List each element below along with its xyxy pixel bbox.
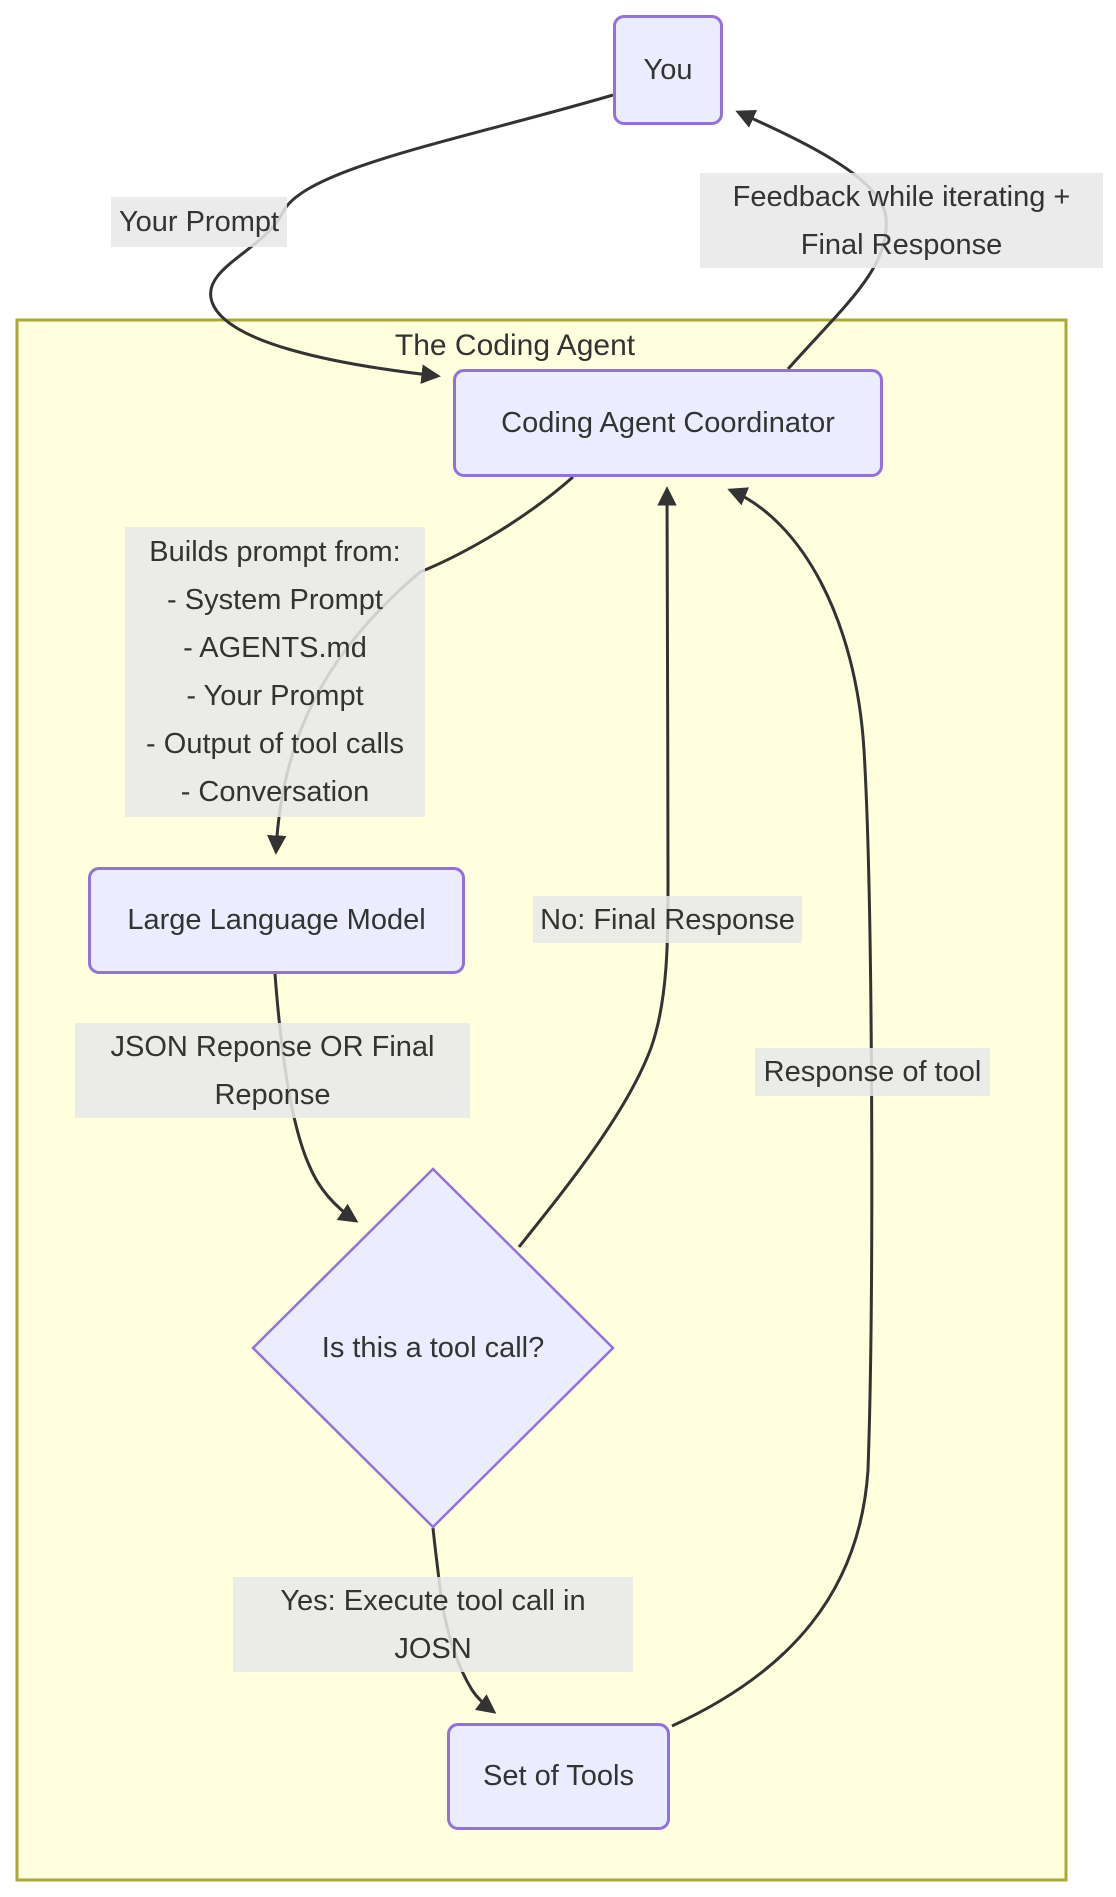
edge-label-json-response: JSON Reponse OR Final Reponse: [75, 1023, 470, 1118]
edge-you-to-coordinator: [209, 93, 614, 384]
node-label: Set of Tools: [482, 1760, 634, 1792]
label-line: Feedback while iterating +: [732, 180, 1071, 213]
label-line: JSON Reponse OR Final: [110, 1030, 435, 1063]
label-line: - Output of tool calls: [146, 728, 404, 760]
edge-label-yes-execute: Yes: Execute tool call in JOSN: [233, 1577, 633, 1672]
edge-label-feedback: Feedback while iterating + Final Respons…: [700, 173, 1103, 268]
label-line: Yes: Execute tool call in: [280, 1584, 586, 1617]
label-line: - Conversation: [180, 776, 370, 808]
node-label: Is this a tool call?: [321, 1331, 545, 1364]
cluster-title: The Coding Agent: [394, 329, 636, 362]
decision-diamond: [251, 1167, 615, 1529]
edge-label-builds-prompt: Builds prompt from: - System Prompt - AG…: [125, 527, 425, 817]
node-label: You: [643, 53, 693, 86]
label-line: - System Prompt: [167, 584, 383, 616]
label-line: Response of tool: [763, 1056, 982, 1088]
label-line: Reponse: [214, 1078, 331, 1111]
edge-label-no-final-response: No: Final Response: [533, 896, 802, 943]
node-you: You: [613, 15, 723, 125]
node-label: Large Language Model: [127, 904, 426, 936]
edge-label-your-prompt: Your Prompt: [111, 197, 287, 247]
label-line: - AGENTS.md: [183, 632, 367, 664]
edge-tools-to-coordinator: [671, 487, 874, 1728]
node-coordinator: Coding Agent Coordinator: [453, 369, 883, 477]
edge-decision-to-coordinator-no: [517, 486, 677, 1248]
node-llm: Large Language Model: [88, 867, 465, 974]
label-line: Final Response: [800, 228, 1003, 261]
node-decision-label: Is this a tool call?: [273, 1323, 593, 1373]
label-line: JOSN: [394, 1632, 472, 1665]
label-line: Builds prompt from:: [149, 536, 401, 568]
label-line: - Your Prompt: [186, 680, 364, 712]
label-line: Your Prompt: [118, 206, 280, 238]
node-label: Coding Agent Coordinator: [501, 406, 835, 439]
label-line: No: Final Response: [540, 903, 795, 936]
node-tools: Set of Tools: [447, 1723, 670, 1830]
edge-label-response-of-tool: Response of tool: [755, 1048, 990, 1096]
